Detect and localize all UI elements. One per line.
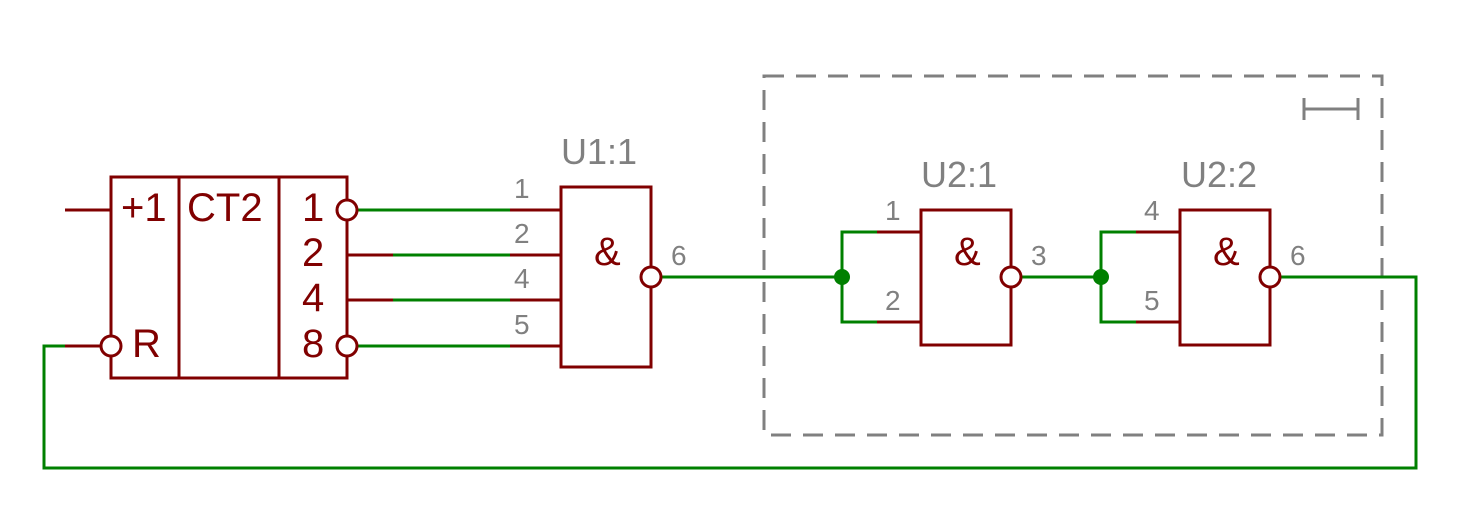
reset-inversion-bubble — [99, 334, 123, 358]
interval-bracket-icon — [1302, 98, 1360, 120]
gate-u1-1-pin-5: 5 — [514, 309, 530, 340]
gate-u2-2-pin-5: 5 — [1144, 285, 1160, 316]
gate-u2-1-symbol: & — [954, 230, 981, 274]
gate-u2-1-pin-3: 3 — [1031, 240, 1047, 271]
gate-u2-1-output-bubble — [999, 265, 1023, 289]
q1-inversion-bubble — [335, 198, 359, 222]
gate-u1-1-pin-6: 6 — [671, 240, 687, 271]
gate-u2-2-pin-4: 4 — [1144, 195, 1160, 226]
q8-inversion-bubble — [335, 334, 359, 358]
gate-u2-1-pin-1: 1 — [885, 195, 901, 226]
gate-u2-2-ref: U2:2 — [1181, 154, 1257, 195]
junction-dot-u2-2 — [1093, 269, 1109, 285]
count-input-label: +1 — [121, 186, 167, 230]
gate-u2-2-pin-6: 6 — [1290, 240, 1306, 271]
gate-u1-1: U1:1 & 1 2 4 5 6 — [510, 131, 687, 369]
gate-u1-1-ref: U1:1 — [561, 131, 637, 172]
junction-dot-u2-1 — [834, 269, 850, 285]
gate-u1-1-body — [559, 185, 653, 369]
gate-u1-1-pin-1: 1 — [514, 173, 530, 204]
gate-u2-2: U2:2 & 4 5 6 — [1136, 154, 1306, 347]
counter-output-1-label: 1 — [302, 186, 324, 230]
gate-u1-1-symbol: & — [594, 230, 621, 274]
wires — [42, 208, 1418, 470]
gate-u1-1-pin-2: 2 — [514, 218, 530, 249]
counter-output-4-label: 4 — [302, 276, 324, 320]
counter-output-2-label: 2 — [302, 231, 324, 275]
gate-u2-2-output-bubble — [1258, 265, 1282, 289]
counter-body — [109, 175, 349, 380]
counter-output-8-label: 8 — [302, 322, 324, 366]
gate-u1-1-pin-4: 4 — [514, 263, 530, 294]
dashed-frame — [762, 74, 1384, 437]
gate-u2-2-symbol: & — [1213, 230, 1240, 274]
group-frame — [762, 74, 1384, 437]
wire-feedback-reset — [42, 275, 1418, 470]
gate-u2-1-pin-2: 2 — [885, 285, 901, 316]
counter-type-label: CT2 — [187, 186, 263, 230]
gate-u2-1-ref: U2:1 — [921, 154, 997, 195]
reset-input-label: R — [132, 322, 161, 366]
gate-u2-1: U2:1 & 1 2 3 — [877, 154, 1047, 347]
gate-u1-1-output-bubble — [639, 265, 663, 289]
counter-ct2: +1 CT2 R 1 2 4 8 — [65, 175, 393, 380]
